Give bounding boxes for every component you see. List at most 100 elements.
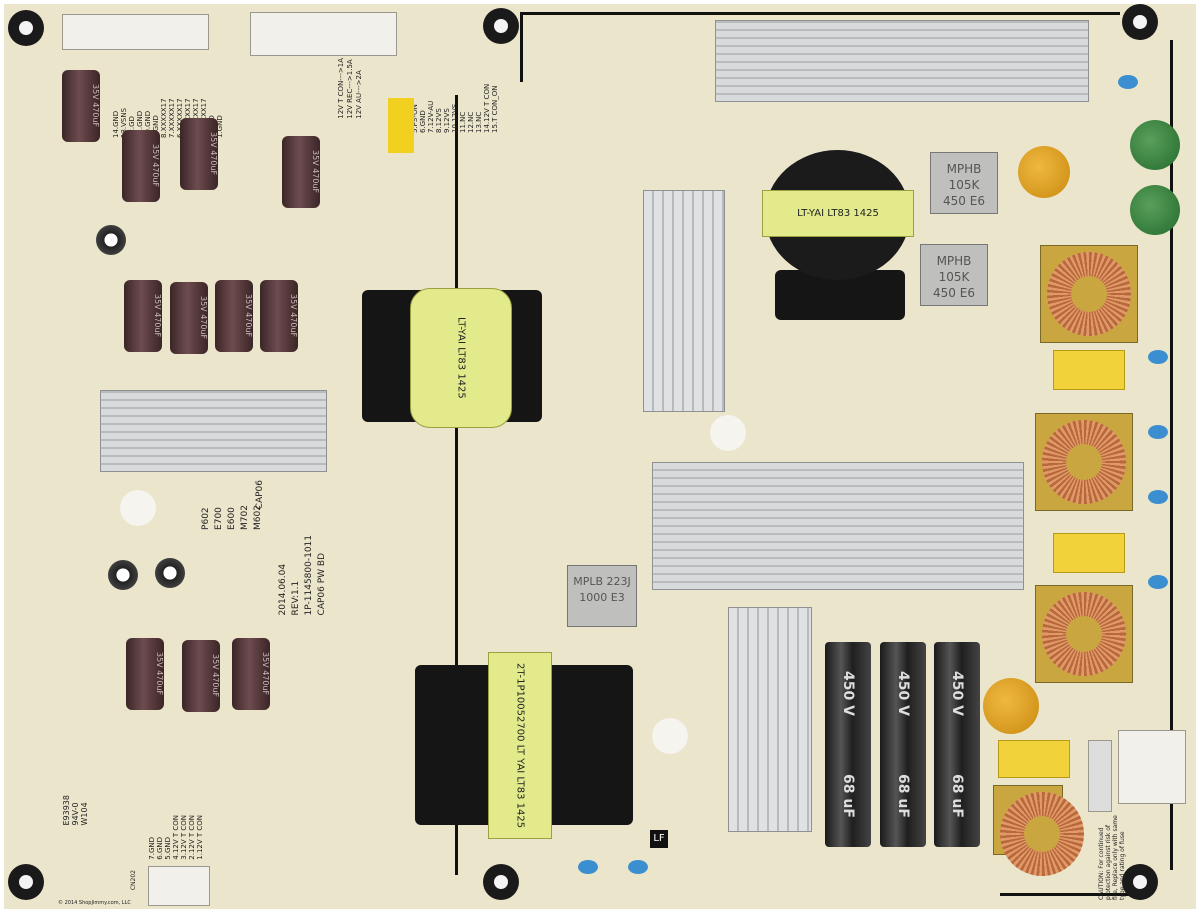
electrolytic-capacitor: 35V 470uF bbox=[215, 280, 253, 352]
y-capacitor bbox=[628, 860, 648, 874]
pin-label: 9.12VS bbox=[443, 108, 451, 133]
fuse-caution: CAUTION: For continued protection agains… bbox=[1098, 815, 1126, 900]
y-capacitor bbox=[1148, 425, 1168, 439]
pcb-trace bbox=[455, 95, 458, 875]
cap-voltage: 450 V bbox=[949, 671, 965, 716]
pcb-trace bbox=[1000, 893, 1150, 896]
cert-file: E93938 bbox=[62, 795, 71, 826]
pin-label: 3.12V T CON bbox=[180, 815, 188, 860]
board-date: 2014.06.04 bbox=[278, 563, 288, 616]
x-capacitor bbox=[998, 740, 1070, 778]
transformer-tape: LT-YAI LT83 1425 bbox=[762, 190, 914, 237]
heatsink bbox=[728, 607, 812, 832]
barcode-sticker bbox=[388, 98, 414, 153]
y-capacitor bbox=[1148, 575, 1168, 589]
film-cap-label: MPLB 223J bbox=[573, 575, 631, 588]
x-capacitor bbox=[1053, 533, 1125, 573]
transformer-tape: LT-YAI LT83 1425 bbox=[410, 288, 512, 428]
y-capacitor bbox=[1148, 350, 1168, 364]
mounting-hole bbox=[483, 8, 519, 44]
cap-voltage: 450 V bbox=[840, 671, 856, 716]
pin-label: 7.12V-AU bbox=[427, 100, 435, 133]
mounting-hole bbox=[8, 10, 44, 46]
bulk-capacitor: 450 V 68 uF bbox=[880, 642, 926, 847]
mounting-hole bbox=[8, 864, 44, 900]
cap-rating: 68 uF bbox=[895, 774, 911, 818]
pin-label: 8.12VS bbox=[435, 108, 443, 133]
heatsink bbox=[100, 390, 327, 472]
pin-label: 12.NC bbox=[467, 111, 475, 133]
board-part-number: 1P-1145800-1011 bbox=[304, 535, 314, 616]
pcb-trace bbox=[1170, 40, 1173, 870]
small-capacitor bbox=[96, 225, 126, 255]
varistor bbox=[1130, 120, 1180, 170]
pin-label: 14.12V T CON bbox=[483, 83, 491, 133]
transformer-tape: 2T-1P10052700 LT YAI LT83 1425 bbox=[488, 652, 552, 839]
ac-input-connector bbox=[1118, 730, 1186, 804]
electrolytic-capacitor: 35V 470uF bbox=[182, 640, 220, 712]
cap-voltage: 450 V bbox=[895, 671, 911, 716]
cap-rating: 68 uF bbox=[949, 774, 965, 818]
electrolytic-capacitor: 35V 470uF bbox=[260, 280, 298, 352]
electrolytic-capacitor: 35V 470uF bbox=[124, 280, 162, 352]
film-capacitor: MPHB 105K 450 E6 bbox=[930, 152, 998, 214]
electrolytic-capacitor: 35V 470uF bbox=[62, 70, 100, 142]
film-cap-label: 450 E6 bbox=[933, 286, 975, 300]
film-cap-label: 1000 E3 bbox=[579, 591, 625, 604]
mounting-hole bbox=[1122, 4, 1158, 40]
electrolytic-capacitor: 35V 470uF bbox=[170, 282, 208, 354]
cert-code: W104 bbox=[80, 802, 89, 826]
pin-label: 13.NC bbox=[475, 111, 483, 133]
small-capacitor bbox=[108, 560, 138, 590]
pin-label: 9.GND bbox=[152, 115, 160, 138]
connector-top-left bbox=[62, 14, 209, 50]
film-cap-label: MPHB 105K bbox=[936, 254, 972, 284]
pin-label: 8.XXXXX17 bbox=[160, 98, 168, 138]
pin-label: 6.GND bbox=[156, 837, 164, 860]
lf-marker: LF bbox=[650, 830, 668, 848]
pin-label: 7.GND bbox=[148, 837, 156, 860]
film-cap-label: 450 E6 bbox=[943, 194, 985, 208]
varistor-mov bbox=[983, 678, 1039, 734]
heatsink bbox=[652, 462, 1024, 590]
common-mode-choke bbox=[993, 785, 1084, 876]
bottom-pin-labels: 1.12V T CON 2.12V T CON 3.12V T CON 4.12… bbox=[148, 815, 204, 860]
mounting-hole bbox=[1122, 864, 1158, 900]
electrolytic-capacitor: 35V 470uF bbox=[282, 136, 320, 208]
pin-label: 7.XXXXX17 bbox=[168, 98, 176, 138]
pin-label: 10.GND bbox=[144, 110, 152, 138]
foam-pad bbox=[710, 415, 746, 451]
pin-label: 6.GND bbox=[419, 110, 427, 133]
toroid-inductor bbox=[1035, 413, 1133, 511]
pin-label: 11.NC bbox=[459, 111, 467, 133]
toroid-inductor bbox=[1040, 245, 1138, 343]
pin-label: 5.GND bbox=[164, 837, 172, 860]
y-capacitor bbox=[1118, 75, 1138, 89]
silk-cap-label: CAP06 bbox=[255, 480, 265, 510]
bulk-capacitor: 450 V 68 uF bbox=[934, 642, 980, 847]
pin-label: 15.T CON_ON bbox=[491, 85, 499, 133]
toroid-inductor bbox=[1035, 585, 1133, 683]
thermistor bbox=[1018, 146, 1070, 198]
connector-ref: CN202 bbox=[130, 870, 137, 891]
film-cap-label: MPHB 105K bbox=[946, 162, 982, 192]
foam-pad bbox=[120, 490, 156, 526]
jumper-label: E700 bbox=[214, 507, 224, 530]
pin-label: 12.GD bbox=[128, 116, 136, 138]
connector-bottom bbox=[148, 866, 210, 906]
pin-label: 14.GND bbox=[112, 110, 120, 138]
x-capacitor bbox=[1053, 350, 1125, 390]
small-capacitor bbox=[155, 558, 185, 588]
film-capacitor: MPLB 223J 1000 E3 bbox=[567, 565, 637, 627]
y-capacitor bbox=[1148, 490, 1168, 504]
board-name: CAP06 PW BD bbox=[317, 552, 327, 616]
heatsink bbox=[715, 20, 1089, 102]
board-info: CAP06 PW BD 1P-1145800-1011 REV:1.1 2014… bbox=[277, 535, 329, 615]
jumper-label: M702 bbox=[240, 505, 250, 530]
rail-labels: 12V AU--->2A 12V REC--->1.5A 12V T CON--… bbox=[337, 58, 364, 119]
foam-pad bbox=[652, 718, 688, 754]
ul-certification: W104 94V-0 E93938 bbox=[62, 795, 89, 826]
electrolytic-capacitor: 35V 470uF bbox=[232, 638, 270, 710]
